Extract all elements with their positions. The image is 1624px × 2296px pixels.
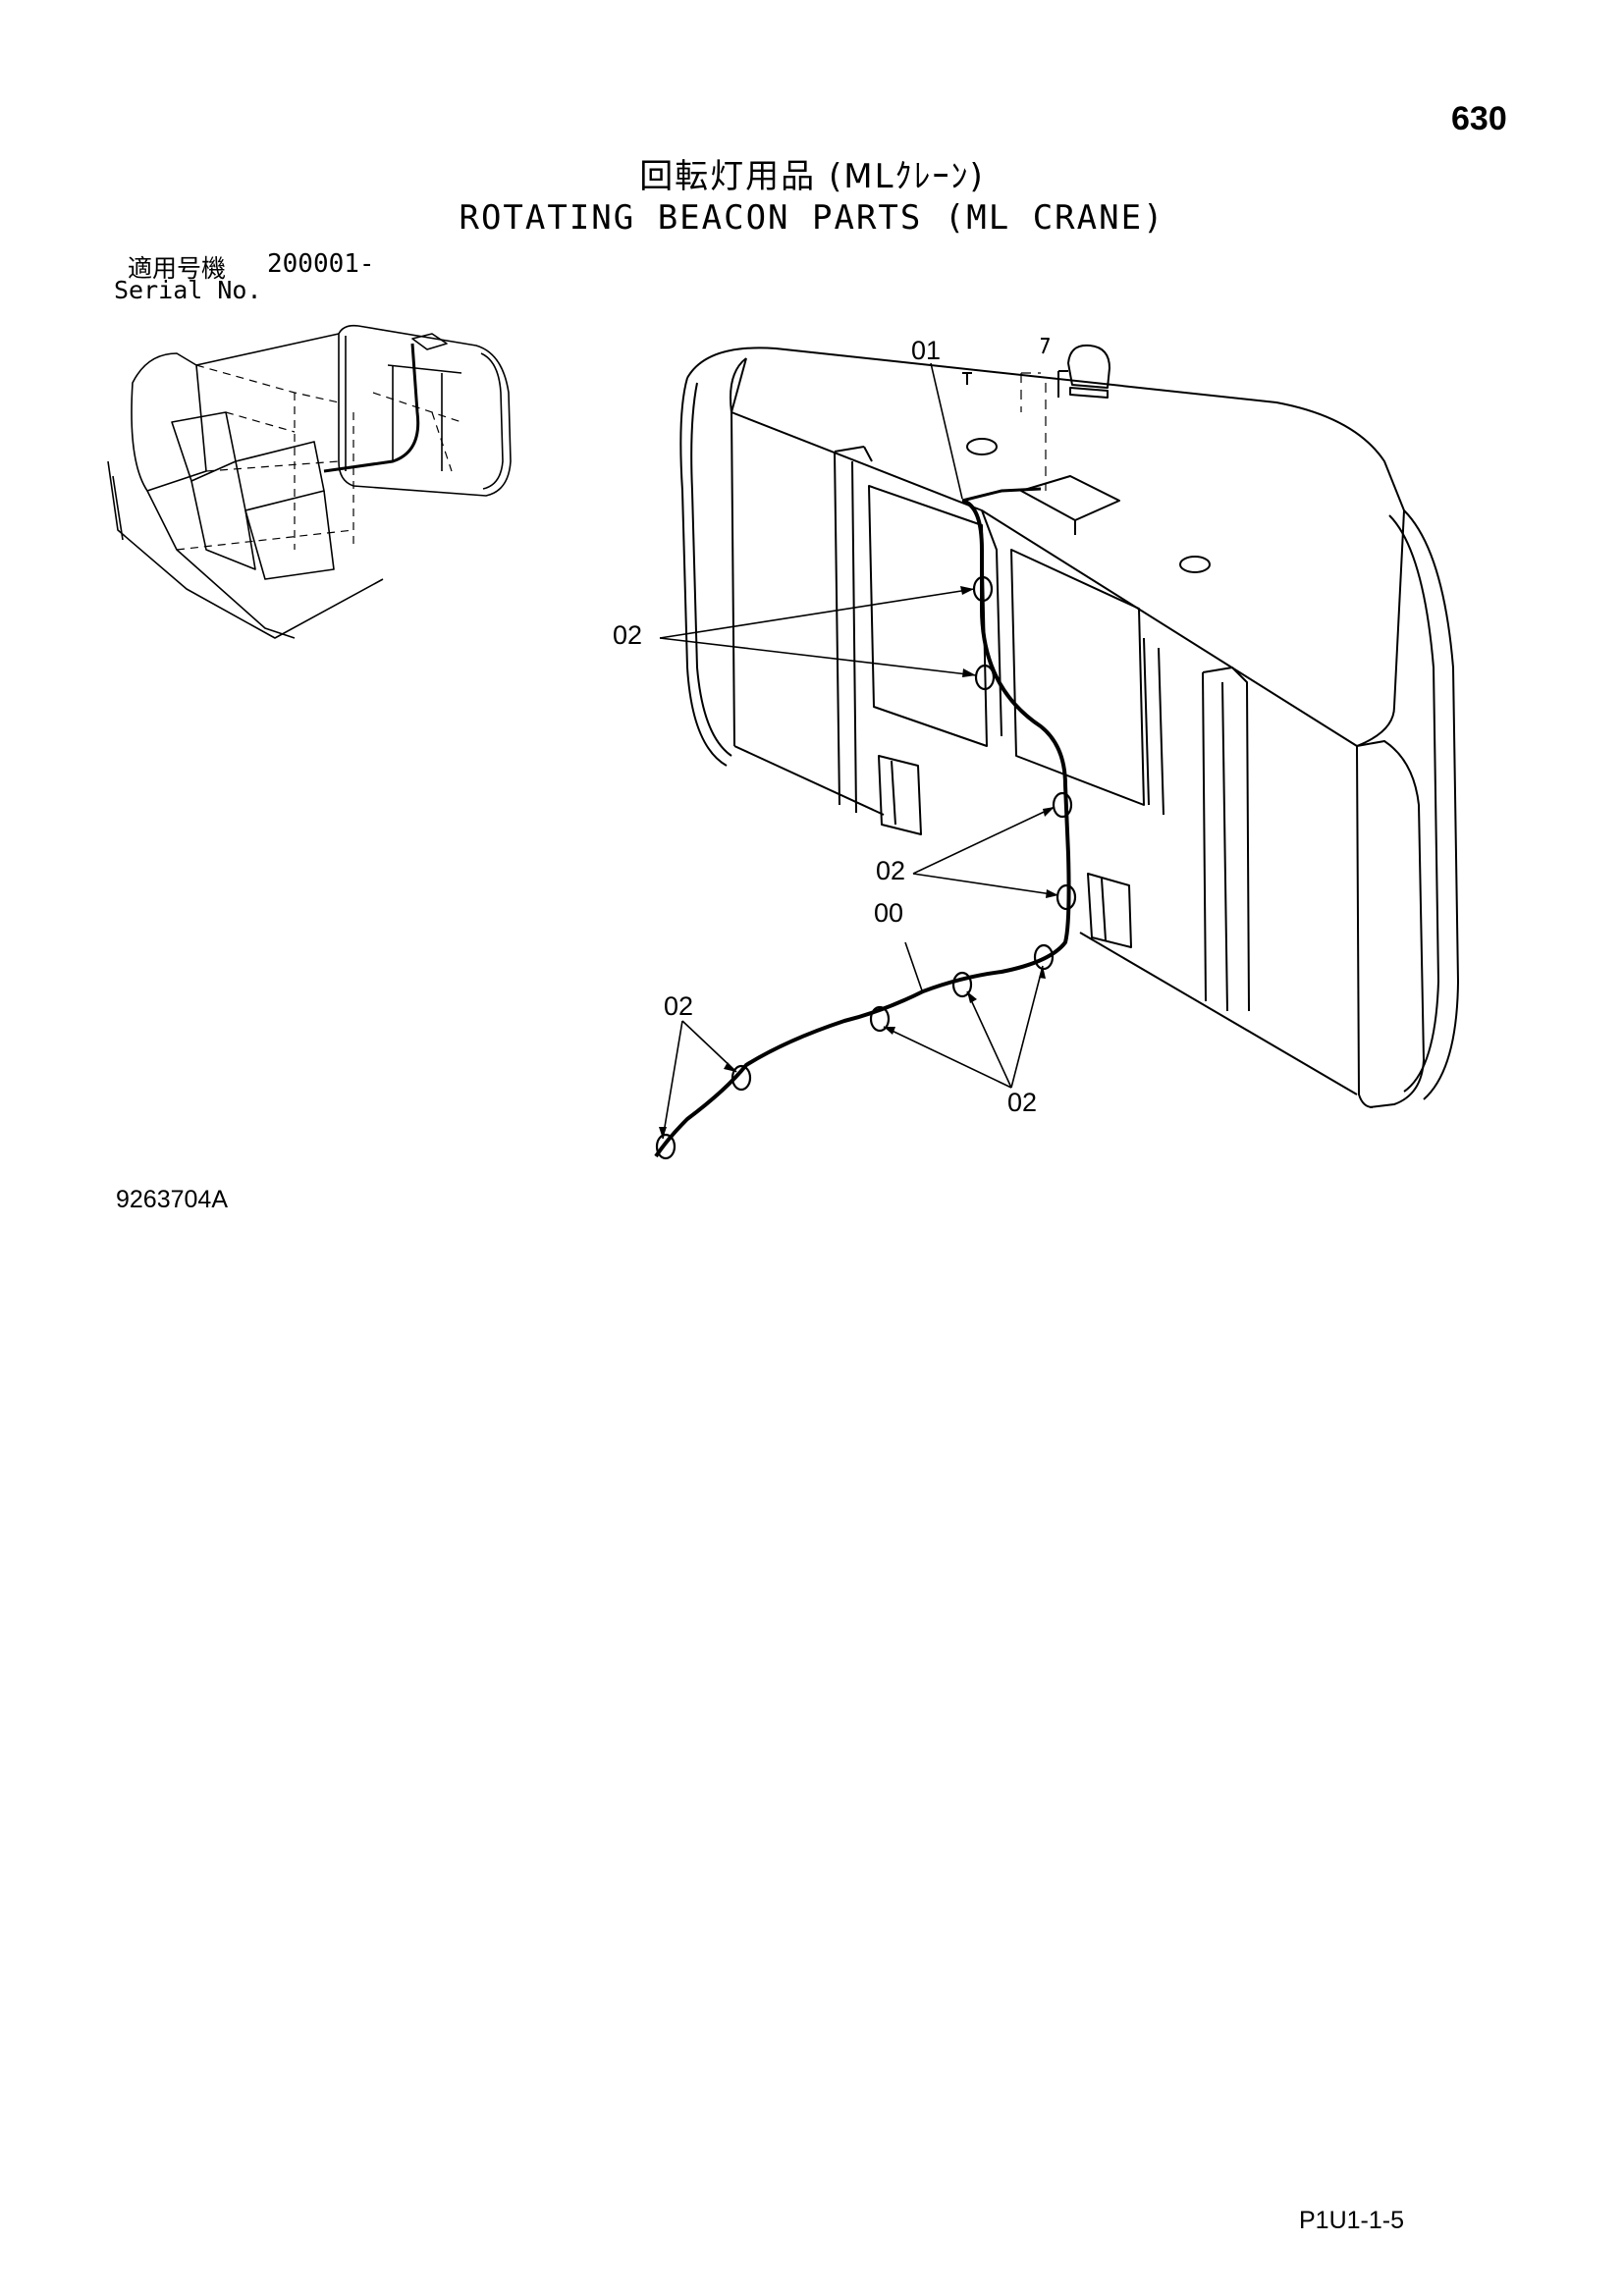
callout-02: 02 <box>613 620 643 650</box>
callout-02: 02 <box>664 991 694 1021</box>
page-number: 630 <box>1451 100 1507 137</box>
footer-code: P1U1-1-5 <box>1299 2207 1404 2234</box>
page-title-english: ROTATING BEACON PARTS (ML CRANE) <box>459 198 1165 238</box>
serial-number-value: 200001- <box>267 249 375 279</box>
drawing-number: 9263704A <box>116 1186 229 1213</box>
callout-02: 02 <box>1007 1088 1038 1117</box>
serial-label-japanese: 適用号機 <box>128 254 227 283</box>
callout-02: 02 <box>876 856 906 885</box>
callout-00: 00 <box>874 898 904 928</box>
page-title-japanese: 回転灯用品 (MLｸﾚｰﾝ) <box>639 157 985 196</box>
callout-01: 01 <box>911 336 942 365</box>
serial-label-english: Serial No. <box>114 276 262 304</box>
